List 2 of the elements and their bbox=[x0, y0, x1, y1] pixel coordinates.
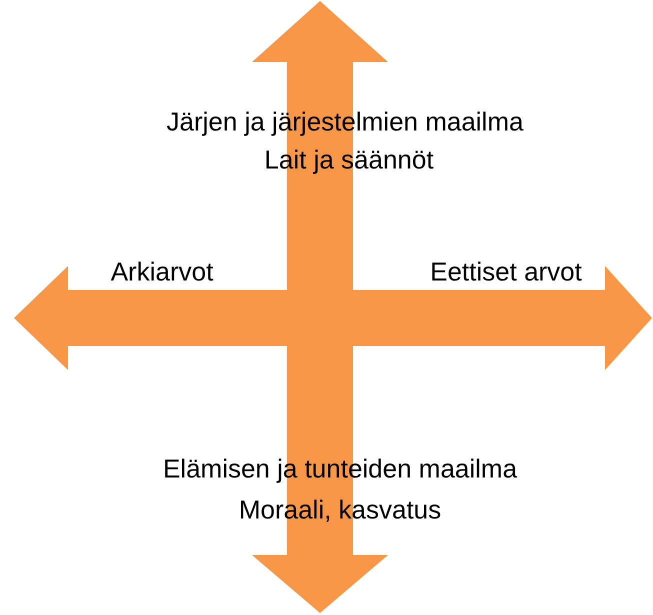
axis-label: Arkiarvot bbox=[110, 258, 214, 286]
axis-label: Eettiset arvot bbox=[430, 258, 582, 286]
